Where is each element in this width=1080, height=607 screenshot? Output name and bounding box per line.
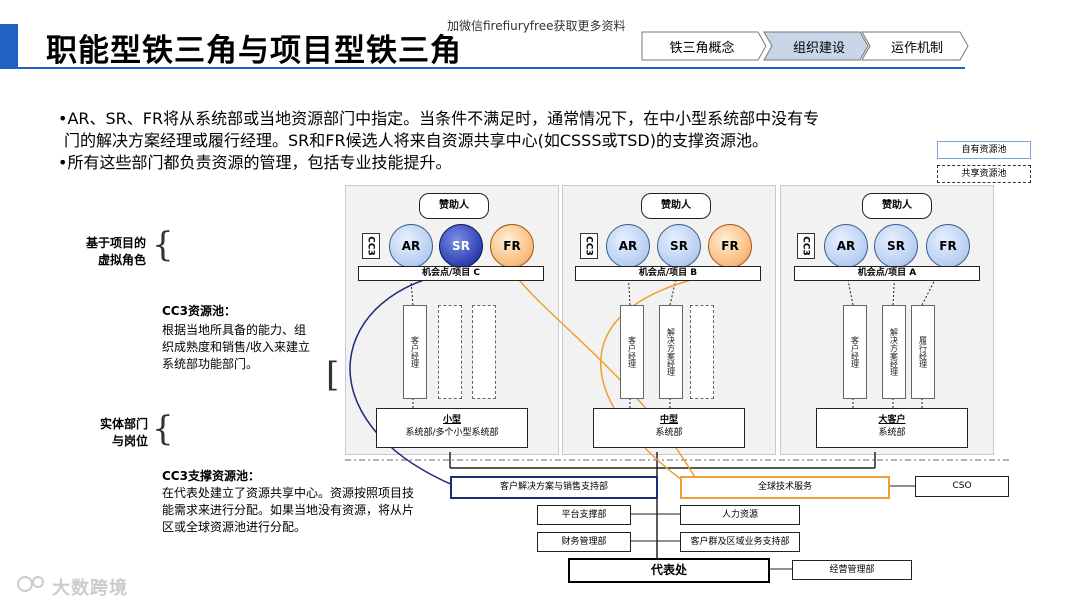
office-box: 代表处: [568, 558, 770, 583]
support-desc-line: 在代表处建立了资源共享中心。资源按照项目技: [162, 486, 415, 500]
top-watermark: 加微信fireﬁuryfree获取更多资料: [447, 19, 626, 33]
customer-group-box: 客户群及区域业务支持部: [680, 532, 800, 552]
pool-solution-manager: 解决方案经理: [882, 305, 906, 399]
virtual-role-line1: 基于项目的: [85, 236, 146, 250]
support-desc-line: 区或全球资源池进行分配。: [162, 520, 307, 534]
dept-large-box: 大客户 系统部: [816, 408, 968, 448]
cc3-tag: CC3: [362, 233, 380, 259]
dept-title: 小型: [442, 415, 461, 425]
role-ar: AR: [389, 224, 433, 268]
bullet-line: •所有这些部门都负责资源的管理，包括专业技能提升。: [58, 153, 452, 172]
breadcrumb: [641, 31, 969, 61]
bullet-line: 门的解决方案经理或履行经理。SR和FR候选人将来自资源共享中心(如CSSS或TS…: [64, 131, 768, 150]
cc3-pool-desc-line: 系统部功能部门。: [162, 357, 259, 371]
tsd-box: 全球技术服务: [680, 476, 890, 499]
role-fr: FR: [490, 224, 534, 268]
entity-line1: 实体部门: [99, 417, 148, 431]
pool-shared-placeholder: [438, 305, 462, 399]
role-fr: FR: [708, 224, 752, 268]
tab-concept[interactable]: 铁三角概念: [669, 40, 735, 56]
role-ar: AR: [824, 224, 868, 268]
brace-icon: [: [326, 355, 340, 395]
entity-label: 实体部门 与岗位: [88, 416, 148, 450]
support-pool-desc: 在代表处建立了资源共享中心。资源按照项目技 能需求来进行分配。如果当地没有资源，…: [162, 485, 414, 536]
pool-customer-manager: 客户经理: [620, 305, 644, 399]
brand-logo-icon: [17, 576, 44, 592]
cso-box: CSO: [915, 476, 1009, 497]
role-fr: FR: [926, 224, 970, 268]
hr-box: 人力资源: [680, 505, 800, 525]
cc3-pool-desc-line: 织成熟度和销售/收入来建立: [162, 340, 311, 354]
brace-icon: {: [152, 225, 174, 265]
bullet-line: •AR、SR、FR将从系统部或当地资源部门中指定。当条件不满足时，通常情况下，在…: [58, 109, 820, 128]
title-accent-bar: [0, 24, 18, 68]
brand-logo-text: 大数跨境: [52, 578, 128, 599]
platform-box: 平台支撑部: [537, 505, 631, 525]
role-ar: AR: [606, 224, 650, 268]
business-mgmt-box: 经营管理部: [792, 560, 912, 580]
role-sr: SR: [874, 224, 918, 268]
tab-mechanism[interactable]: 运作机制: [890, 40, 943, 56]
cc3-pool-desc: 根据当地所具备的能力、组 织成熟度和销售/收入来建立 系统部功能部门。: [162, 322, 310, 373]
sponsor-box: 赞助人: [862, 193, 932, 219]
brace-icon: {: [152, 409, 174, 449]
role-sr: SR: [439, 224, 483, 268]
pool-solution-manager: 解决方案经理: [659, 305, 683, 399]
page-title: 职能型铁三角与项目型铁三角: [46, 33, 462, 69]
cc3-label: CC3: [801, 236, 812, 256]
dept-subtitle: 系统部: [878, 428, 906, 438]
legend-shared-pool: 共享资源池: [937, 165, 1031, 183]
pool-shared-placeholder: [472, 305, 496, 399]
role-sr: SR: [657, 224, 701, 268]
title-underline: [0, 67, 965, 69]
legend-own-pool: 自有资源池: [937, 141, 1031, 159]
cc3-pool-desc-line: 根据当地所具备的能力、组: [162, 323, 307, 337]
bullet-list: •AR、SR、FR将从系统部或当地资源部门中指定。当条件不满足时，通常情况下，在…: [58, 108, 938, 174]
dept-title: 中型: [659, 415, 678, 425]
pool-delivery-manager: 履行经理: [911, 305, 935, 399]
tab-organization[interactable]: 组织建设: [792, 40, 845, 56]
dept-small-box: 小型 系统部/多个小型系统部: [376, 408, 528, 448]
pool-customer-manager: 客户经理: [843, 305, 867, 399]
pool-customer-manager: 客户经理: [403, 305, 427, 399]
opportunity-box: 机会点/项目 B: [575, 266, 761, 281]
pool-shared-placeholder: [690, 305, 714, 399]
cc3-pool-title: CC3资源池：: [162, 304, 236, 318]
sponsor-box: 赞助人: [641, 193, 711, 219]
sponsor-box: 赞助人: [419, 193, 489, 219]
virtual-role-line2: 虚拟角色: [97, 253, 146, 267]
cc3-tag: CC3: [797, 233, 815, 259]
dept-medium-box: 中型 系统部: [593, 408, 745, 448]
support-pool-title: CC3支撑资源池：: [162, 469, 260, 483]
dept-title: 大客户: [878, 415, 906, 425]
entity-line2: 与岗位: [111, 434, 148, 448]
cc3-tag: CC3: [580, 233, 598, 259]
csss-box: 客户解决方案与销售支持部: [450, 476, 658, 499]
virtual-role-label: 基于项目的 虚拟角色: [78, 235, 146, 269]
dept-subtitle: 系统部/多个小型系统部: [405, 428, 499, 438]
support-desc-line: 能需求来进行分配。如果当地没有资源，将从片: [162, 503, 415, 517]
dept-subtitle: 系统部: [655, 428, 683, 438]
opportunity-box: 机会点/项目 A: [794, 266, 980, 281]
cc3-label: CC3: [584, 236, 595, 256]
opportunity-box: 机会点/项目 C: [358, 266, 544, 281]
finance-box: 财务管理部: [537, 532, 631, 552]
cc3-label: CC3: [366, 236, 377, 256]
